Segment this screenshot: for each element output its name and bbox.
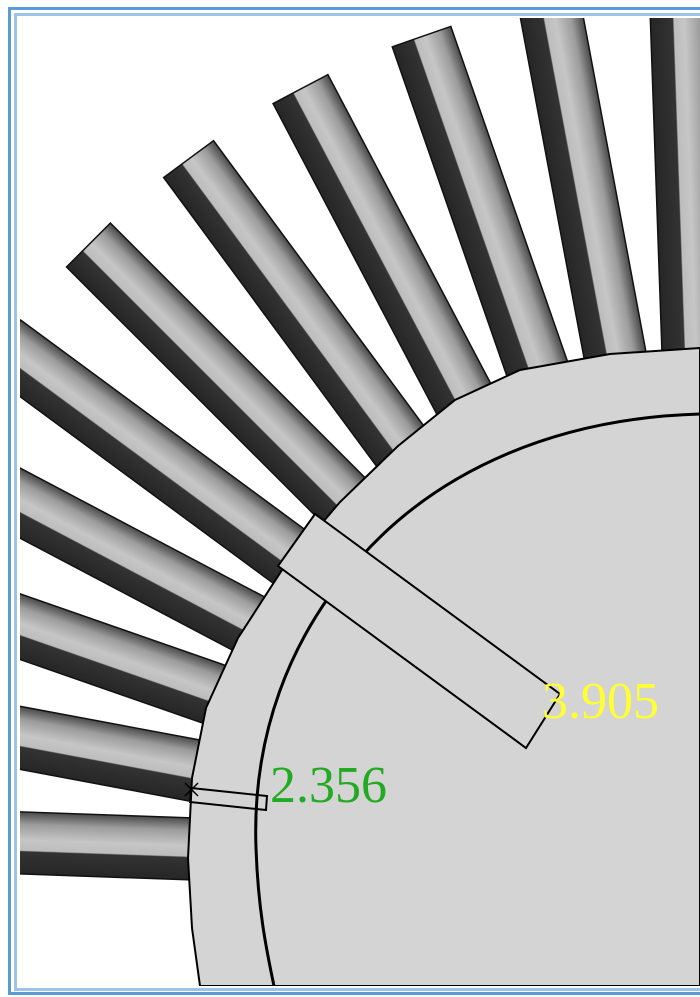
dimension-label-large: 3.905 <box>542 673 659 730</box>
inner-circle-arc <box>254 412 700 986</box>
blade-root-slot-large <box>276 512 562 750</box>
turbine-drawing: 3.905 2.356 <box>20 18 700 986</box>
cad-viewport[interactable]: 3.905 2.356 <box>20 18 700 986</box>
slot-marker <box>184 782 199 797</box>
blade-root-slot-small <box>188 786 269 812</box>
dimension-label-small: 2.356 <box>270 757 387 814</box>
